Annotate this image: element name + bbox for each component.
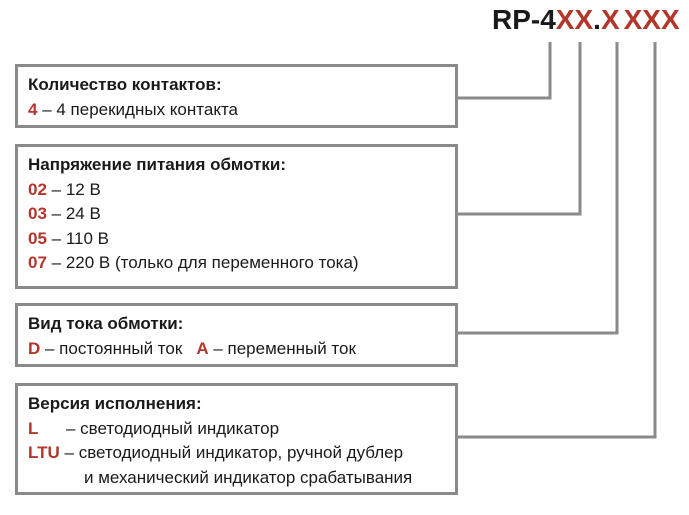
option-text: – 12 В <box>46 179 101 199</box>
option-key: 03 <box>28 204 47 223</box>
code-seg-version: XXX <box>623 4 680 35</box>
box-title: Напряжение питания обмотки: <box>28 155 287 174</box>
option-key: 02 <box>28 179 47 199</box>
box-title: Вид тока обмотки: <box>28 314 184 333</box>
connector-voltage <box>458 42 582 216</box>
option-text: – 110 В <box>46 228 109 248</box>
code-prefix: RP-4 <box>492 4 556 35</box>
option-row: 4 – 4 перекидных контакта <box>28 98 445 123</box>
option-continuation: и механический индикатор срабатывания <box>84 467 413 487</box>
option-key: D <box>28 338 41 358</box>
option-row: LTU – светодиодный индикатор, ручной дуб… <box>28 441 445 466</box>
option-key: LTU <box>28 443 60 462</box>
option-text: – светодиодный индикатор <box>66 418 280 438</box>
code-separator: . <box>593 4 601 35</box>
code-seg-current: X <box>600 4 620 35</box>
option-text: – 24 В <box>46 204 101 223</box>
option-row: D – постоянный ток A – переменный ток <box>28 337 445 362</box>
option-key: L <box>28 418 39 438</box>
option-key: 07 <box>28 253 47 272</box>
box-title: Версия исполнения: <box>28 394 202 413</box>
option-text: – светодиодный индикатор, ручной дублер <box>59 443 404 462</box>
option-row: L – светодиодный индикатор <box>28 417 445 442</box>
connector-current <box>458 42 619 335</box>
option-row: 07 – 220 В (только для переменного тока) <box>28 251 445 276</box>
option-text: – постоянный ток <box>40 338 183 358</box>
connector-version <box>458 42 657 439</box>
option-row: 05 – 110 В <box>28 227 445 252</box>
option-row: 03 – 24 В <box>28 202 445 227</box>
box-voltage: Напряжение питания обмотки: 02 – 12 В 03… <box>15 144 458 289</box>
box-title: Количество контактов: <box>28 75 222 94</box>
option-key: 05 <box>28 228 47 248</box>
box-current: Вид тока обмотки: D – постоянный ток A – … <box>15 303 458 367</box>
option-row: 02 – 12 В <box>28 178 445 203</box>
option-key: A <box>196 338 209 358</box>
box-version: Версия исполнения: L – светодиодный индик… <box>15 383 458 495</box>
option-text: – 220 В (только для переменного тока) <box>46 253 359 272</box>
code-seg-contacts: XX <box>555 4 594 35</box>
connector-contacts <box>458 42 552 100</box>
option-text: – переменный ток <box>208 338 356 358</box>
box-contacts: Количество контактов: 4 – 4 перекидных к… <box>15 64 458 128</box>
option-key: 4 <box>28 99 38 119</box>
option-text: – 4 перекидных контакта <box>37 99 238 119</box>
